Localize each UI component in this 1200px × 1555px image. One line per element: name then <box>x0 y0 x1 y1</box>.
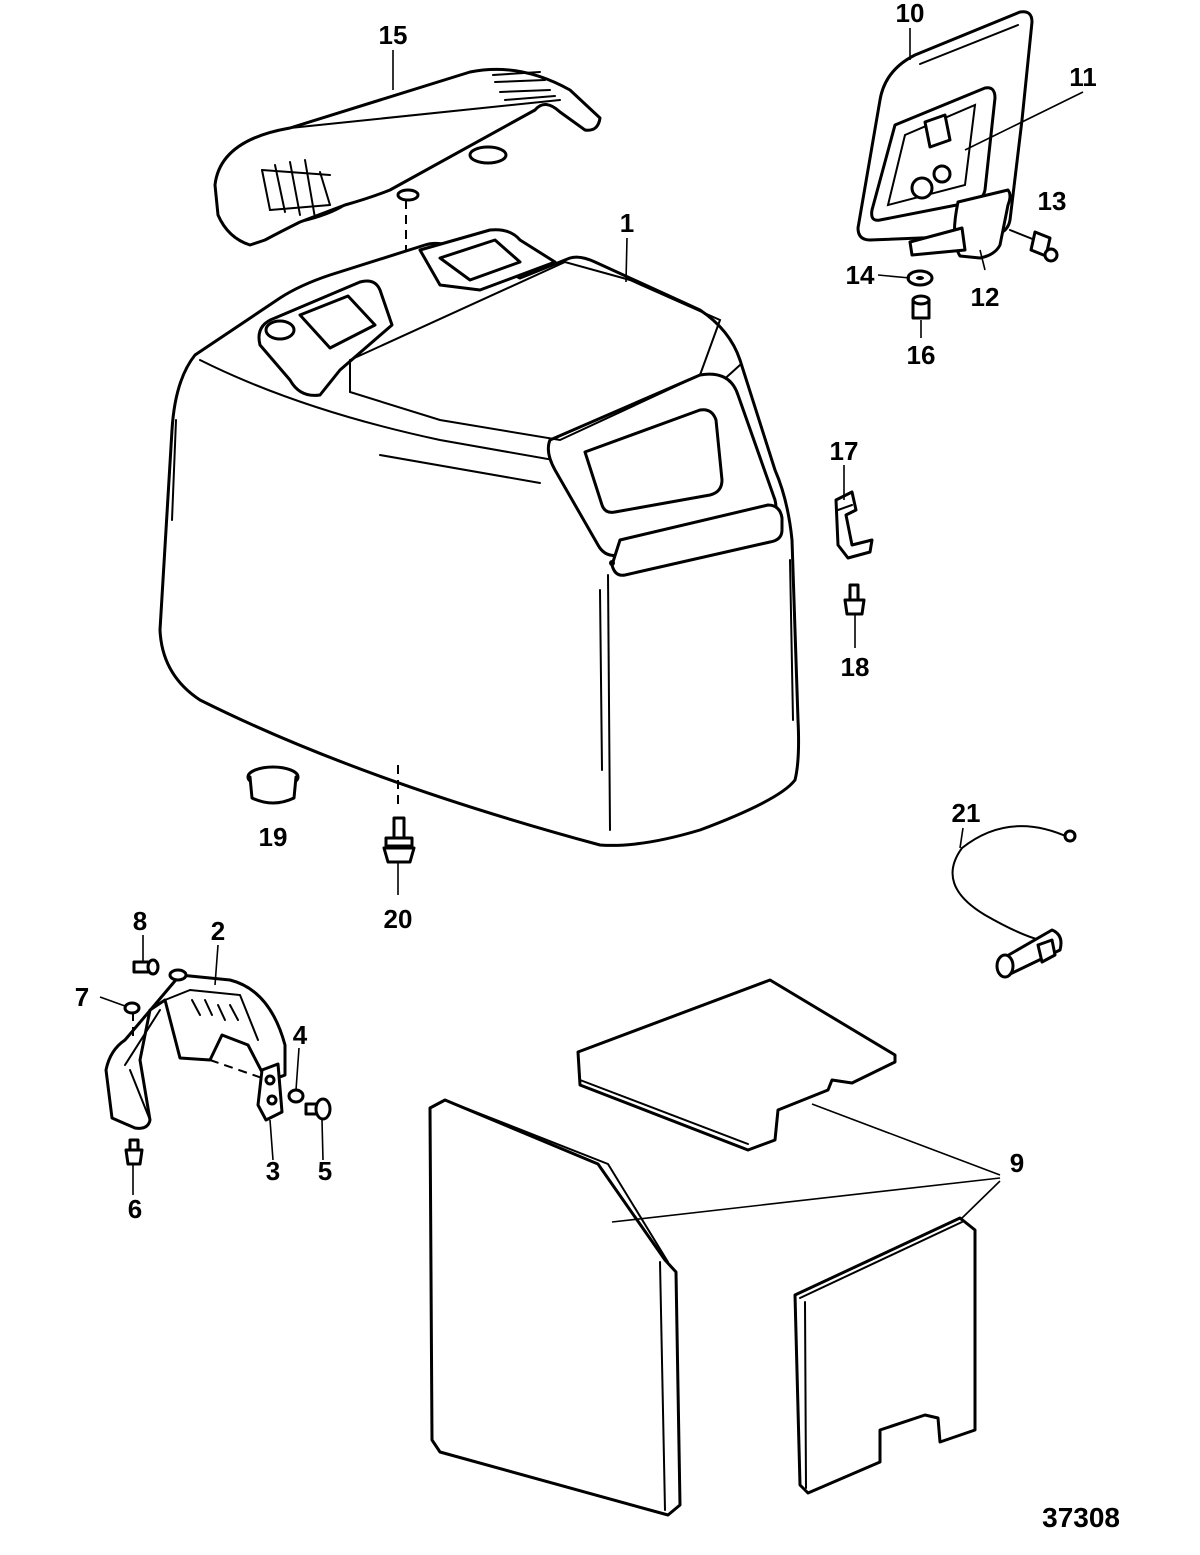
part-washer-14 <box>906 269 934 287</box>
part-washer-7 <box>123 1001 141 1015</box>
callout-10: 10 <box>896 0 925 28</box>
part-screw-5 <box>304 1097 332 1121</box>
callout-7: 7 <box>75 982 89 1012</box>
callout-14: 14 <box>846 260 875 290</box>
part-screw-13 <box>1009 229 1059 263</box>
callout-16: 16 <box>907 340 936 370</box>
dashed-line-bracket <box>209 1059 263 1079</box>
callout-21: 21 <box>952 798 981 828</box>
part-nut-16 <box>911 294 931 320</box>
callout-labels: 15 1 10 11 13 14 12 16 17 18 19 20 21 2 … <box>75 0 1120 1533</box>
callout-8: 8 <box>133 906 147 936</box>
callout-4: 4 <box>293 1020 308 1050</box>
callout-2: 2 <box>211 916 225 946</box>
callout-5: 5 <box>318 1156 332 1186</box>
callout-11: 11 <box>1069 62 1097 92</box>
part-top-cover <box>213 67 602 247</box>
part-top-cowl <box>158 228 801 847</box>
callout-6: 6 <box>128 1194 142 1224</box>
callout-12: 12 <box>971 282 1000 312</box>
part-plate-3 <box>256 1062 284 1122</box>
part-screw-18 <box>843 583 866 616</box>
callout-13: 13 <box>1038 186 1067 216</box>
part-grommet-plug <box>246 765 300 805</box>
part-latch-bracket <box>908 188 1012 260</box>
part-clip-17 <box>834 490 874 560</box>
part-screw-8 <box>132 958 160 976</box>
part-pad-left <box>428 1098 682 1517</box>
callout-18: 18 <box>841 652 870 682</box>
leader-lines <box>99 28 1084 1223</box>
part-access-door <box>856 10 1034 242</box>
callout-1: 1 <box>620 208 634 238</box>
callout-9: 9 <box>1010 1148 1024 1178</box>
callout-19: 19 <box>259 822 288 852</box>
part-screw-20 <box>382 816 416 864</box>
callout-15: 15 <box>379 20 408 50</box>
part-washer-4 <box>287 1088 305 1104</box>
part-bracket-2 <box>104 968 287 1130</box>
part-pad-right <box>793 1216 977 1495</box>
part-lanyard-21 <box>951 825 1077 979</box>
callout-3: 3 <box>266 1156 280 1186</box>
part-pad-top <box>576 978 897 1152</box>
figure-reference-number: 37308 <box>1042 1502 1120 1533</box>
callout-20: 20 <box>384 904 413 934</box>
callout-17: 17 <box>830 436 859 466</box>
part-stud-6 <box>124 1138 144 1166</box>
